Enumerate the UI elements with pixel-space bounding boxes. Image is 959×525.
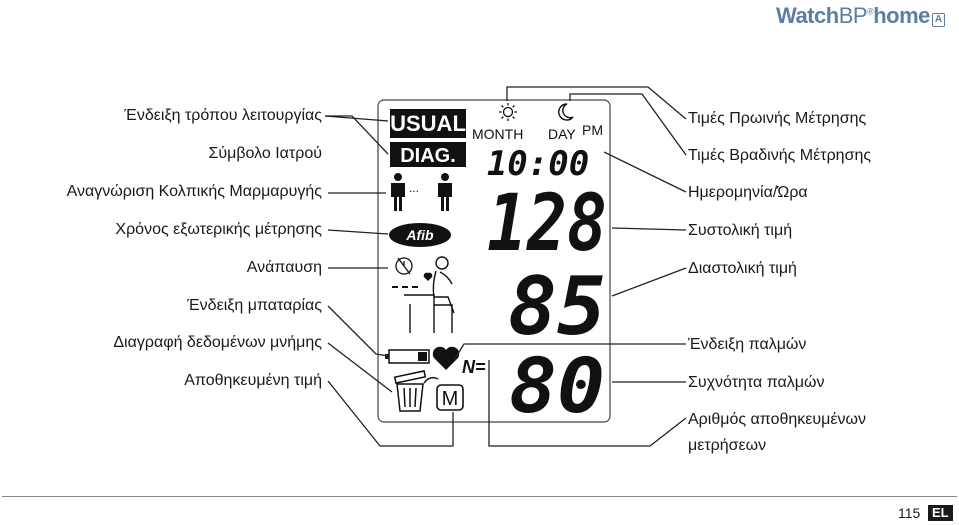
time-readout: 10:00 — [487, 144, 589, 184]
lcd-frame — [377, 99, 611, 423]
label-afib-detection: Αναγνώριση Κολπικής Μαρμαρυγής — [66, 183, 322, 200]
page-number: 115 — [898, 505, 921, 521]
arrow-icon — [423, 376, 439, 384]
label-morning-values: Τιμές Πρωινής Μέτρησης — [688, 110, 867, 127]
moon-icon — [558, 103, 574, 121]
memory-text: M — [442, 388, 459, 410]
diastolic-readout: 85 — [508, 260, 606, 353]
diag-badge — [390, 142, 466, 167]
left-leader-lines — [324, 115, 454, 447]
label-external-measure-time: Χρόνος εξωτερικής μέτρησης — [115, 221, 322, 238]
label-stored-count-line1: Αριθμός αποθηκευμένων — [688, 411, 866, 428]
month-text: MONTH — [472, 126, 523, 142]
footer-divider — [2, 496, 957, 497]
afib-text: Afib — [405, 227, 434, 243]
seated-person-icon — [404, 256, 455, 333]
battery-icon — [385, 349, 430, 364]
logo-badge: A — [931, 13, 945, 27]
label-battery-indicator: Ένδειξη μπαταρίας — [187, 297, 322, 314]
right-leader-lines — [453, 86, 687, 447]
label-systolic: Συστολική τιμή — [688, 222, 793, 239]
pm-text: PM — [582, 122, 603, 138]
label-stored-count-line2: μετρήσεων — [688, 437, 767, 454]
label-memory-delete: Διαγραφή δεδομένων μνήμης — [113, 334, 322, 351]
label-evening-values: Τιμές Βραδινής Μέτρησης — [688, 147, 872, 164]
label-stored-value: Αποθηκευμένη τιμή — [184, 372, 322, 389]
usual-mode-badge — [390, 109, 466, 138]
heart-icon — [432, 346, 460, 370]
n-equals-text: N= — [462, 357, 486, 377]
sun-icon — [499, 103, 517, 121]
systolic-readout: 128 — [487, 179, 607, 269]
label-diastolic: Διαστολική τιμή — [688, 260, 797, 277]
label-rest: Ανάπαυση — [246, 259, 322, 276]
logo-bp: BP — [838, 3, 868, 28]
logo-home: home — [873, 3, 930, 28]
logo-registered: ® — [867, 6, 874, 17]
memory-badge — [436, 384, 464, 411]
label-doctor-symbol: Σύμβολο Ιατρού — [208, 145, 322, 162]
doctor-icon: ... — [391, 173, 452, 211]
pulse-readout: 80 — [509, 341, 605, 430]
trash-icon — [393, 370, 427, 412]
rest-clock-icon — [395, 257, 413, 275]
diag-text: DIAG. — [400, 145, 456, 167]
label-date-time: Ημερομηνία/Ώρα — [688, 184, 808, 201]
usual-text: USUAL — [390, 111, 466, 136]
day-text: DAY — [548, 126, 576, 142]
label-pulse-indicator: Ένδειξη παλμών — [688, 336, 807, 353]
small-heart-icon — [423, 272, 433, 281]
afib-badge — [389, 223, 451, 247]
label-pulse-rate: Συχνότητα παλμών — [688, 374, 825, 391]
label-operation-mode: Ένδειξη τρόπου λειτουργίας — [124, 107, 322, 124]
svg-text:...: ... — [409, 181, 419, 195]
language-badge: EL — [928, 505, 953, 521]
logo-brand: Watch — [776, 3, 839, 28]
